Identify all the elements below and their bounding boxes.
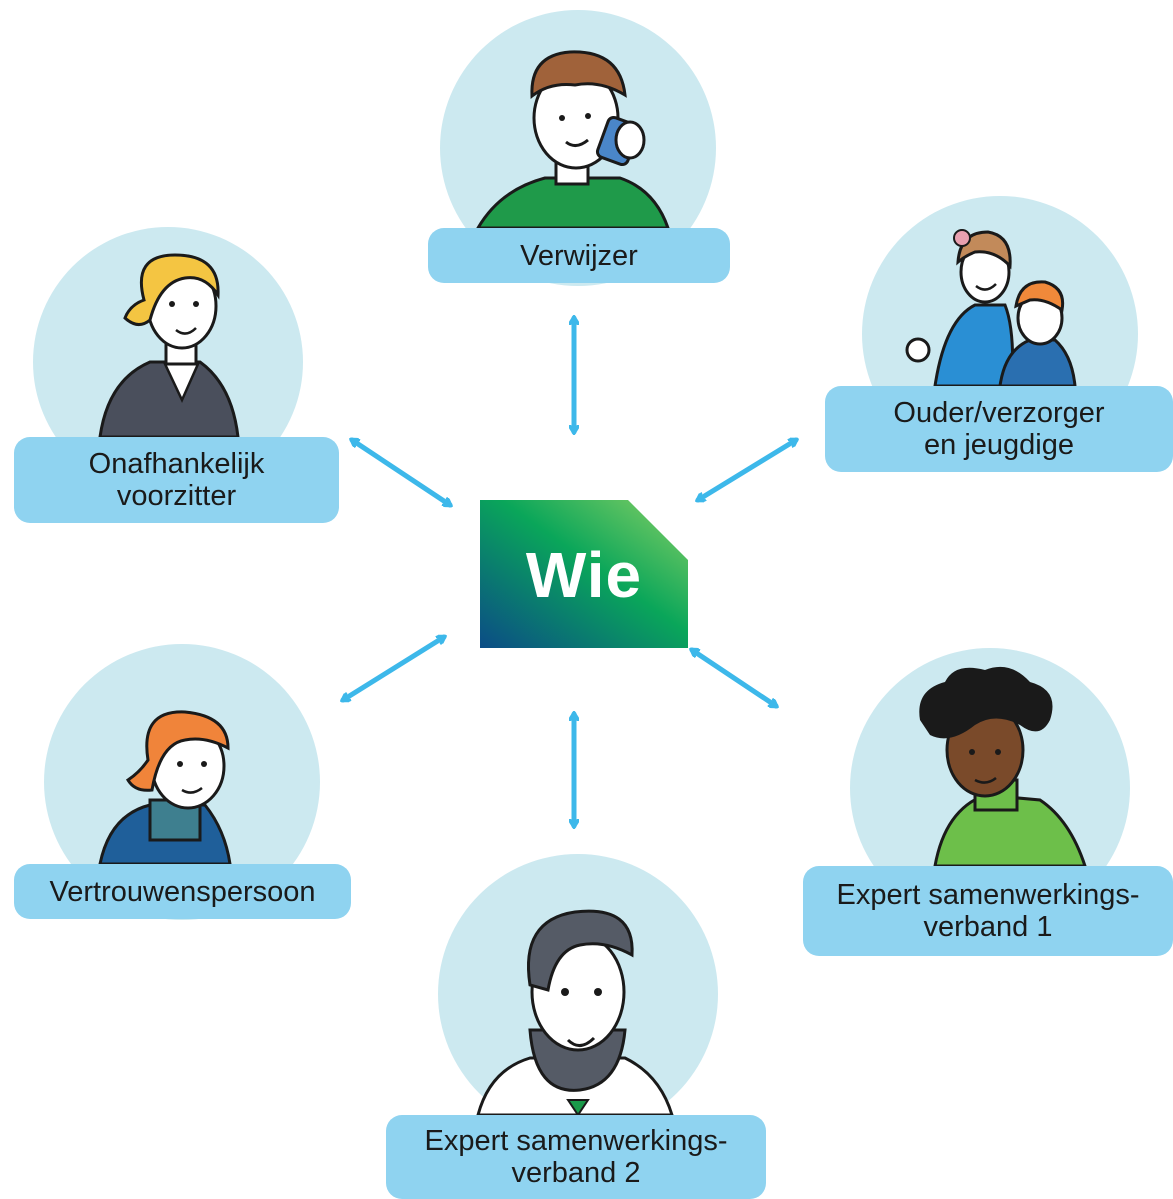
label-ouder-verzorger: Ouder/verzorger en jeugdige (825, 386, 1173, 472)
person-expert1-illustration (919, 666, 1088, 868)
label-vertrouwens-line-1: Vertrouwenspersoon (49, 875, 316, 908)
logo-wie-text: Wie (525, 539, 643, 611)
label-verwijzer-line-1: Verwijzer (520, 239, 638, 272)
label-voorzitter-line-2: voorzitter (116, 480, 237, 512)
label-expert2-line-2: verband 2 (511, 1157, 641, 1189)
label-voorzitter-line-1: Onafhankelijk (88, 448, 265, 480)
person-voorzitter-illustration (98, 253, 240, 439)
arrow-voorzitter (352, 437, 450, 508)
arrow-expert1 (692, 647, 776, 709)
label-expert1-line-2: verband 1 (923, 911, 1053, 943)
label-expert-2: Expert samenwerkings- verband 2 (386, 1115, 766, 1199)
label-ouder-line-1: Ouder/verzorger (893, 397, 1105, 429)
person-verwijzer-illustration (475, 50, 671, 230)
arrow-ouder (698, 437, 796, 503)
label-expert-1: Expert samenwerkings- verband 1 (803, 866, 1173, 956)
label-vertrouwenspersoon: Vertrouwenspersoon (14, 864, 351, 919)
person-ouder-illustration (905, 229, 1077, 388)
logo-wie-shape (480, 500, 688, 648)
person-expert2-illustration (476, 909, 675, 1117)
arrow-vertrouwens (343, 634, 444, 703)
label-verwijzer: Verwijzer (428, 228, 730, 283)
label-expert2-line-1: Expert samenwerkings- (424, 1125, 728, 1157)
label-expert1-line-1: Expert samenwerkings- (836, 879, 1140, 911)
label-ouder-line-2: en jeugdige (924, 429, 1074, 461)
connector-arrows (343, 318, 796, 826)
label-voorzitter: Onafhankelijk voorzitter (14, 437, 339, 523)
person-vertrouwens-illustration (98, 710, 232, 866)
